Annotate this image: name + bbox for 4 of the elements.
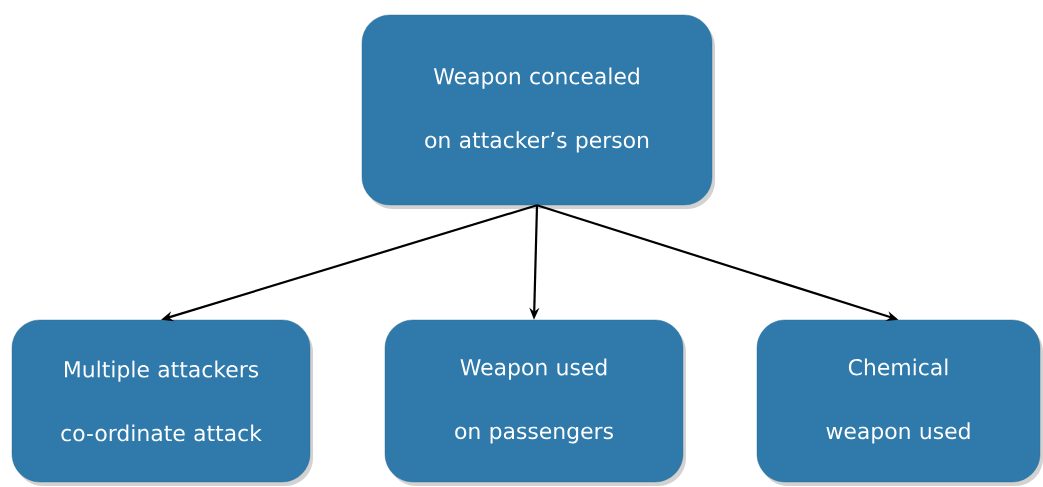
process-box: Multiple attackers co-ordinate attack (11, 319, 313, 486)
process-box: Weapon concealed on attacker’s person (361, 14, 715, 209)
process-box: Weapon used on passengers (384, 319, 686, 486)
process-box: Chemical weapon used (756, 319, 1043, 486)
